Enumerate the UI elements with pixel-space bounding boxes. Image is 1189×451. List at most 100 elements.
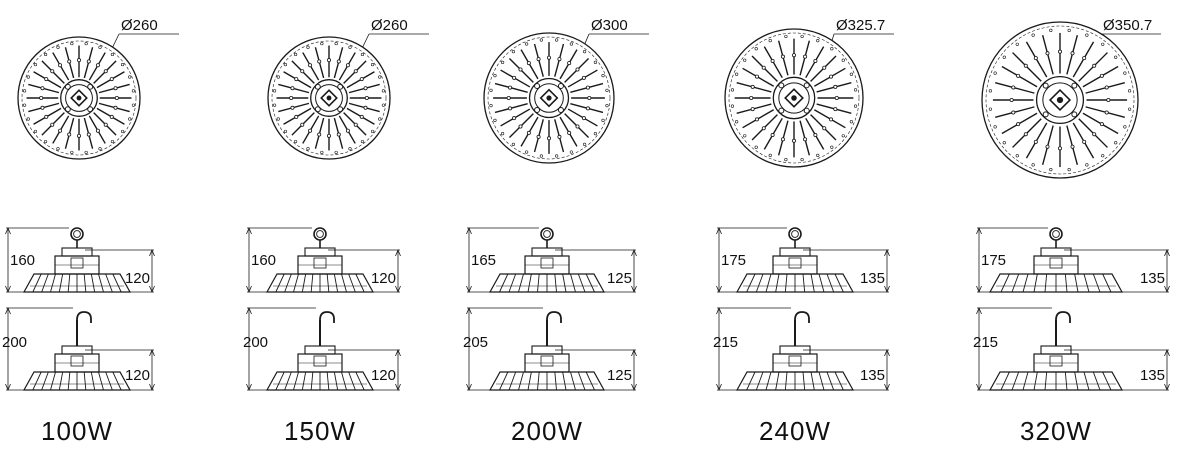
fin-dot — [50, 69, 55, 74]
rim-hole — [841, 58, 845, 62]
rim-hole — [993, 71, 997, 75]
rim-hole — [110, 139, 115, 144]
side-fin — [570, 273, 576, 293]
rim-hole — [1031, 33, 1035, 37]
ring-eye — [70, 227, 84, 241]
fin-dot — [770, 133, 775, 138]
fin-dot — [567, 61, 572, 66]
rim-hole — [370, 62, 375, 67]
fin-dot — [834, 96, 839, 101]
fin-dot — [345, 63, 350, 68]
side-fin — [527, 371, 532, 391]
rim-hole — [601, 118, 605, 122]
side-fin — [112, 371, 122, 391]
hub-ring — [310, 79, 348, 117]
fin-dot — [363, 105, 368, 110]
top-view — [267, 36, 391, 160]
side-fin — [355, 371, 365, 391]
fin-dot — [86, 132, 91, 137]
fin-dot — [518, 124, 523, 129]
side-fin — [333, 371, 339, 391]
fin-dot — [363, 86, 368, 91]
fin-dot — [103, 69, 108, 74]
rim-hole — [539, 38, 543, 42]
hub-inner — [1042, 82, 1078, 118]
fin-dot — [290, 105, 295, 110]
dim-body-ring-arrow-top — [884, 248, 890, 257]
fin-dot — [67, 132, 72, 137]
rim-hole — [306, 45, 310, 49]
wattage-label: 150W — [284, 416, 356, 446]
fin-dot — [308, 63, 313, 68]
fin-dot — [1016, 73, 1021, 78]
rim-hole — [276, 117, 280, 121]
side-fin — [341, 273, 347, 293]
side-view-ring — [488, 227, 606, 293]
fin-dot — [508, 85, 513, 90]
fin-dot — [508, 106, 513, 111]
rim-hole — [348, 147, 352, 151]
side-fin — [105, 371, 113, 391]
dim-body-hook-arrow-bottom — [631, 383, 637, 392]
rim-teeth — [728, 32, 860, 164]
fin-dot — [290, 86, 295, 91]
side-fin — [1092, 371, 1101, 391]
rim-hole — [381, 103, 386, 107]
ring-eye-inner — [543, 230, 551, 238]
dim-body-hook-arrow-top — [1164, 348, 1170, 357]
dim-body-hook-arrow-top — [149, 348, 155, 357]
rim-hole — [293, 139, 298, 144]
hub-diamond — [539, 88, 559, 108]
fin-dot — [1011, 110, 1016, 115]
rim-hole — [754, 47, 758, 51]
hook-body-height: 135 — [1140, 367, 1165, 384]
rim-hole — [360, 52, 365, 57]
side-fin — [1044, 371, 1048, 391]
dim-body-hook-arrow-top — [884, 348, 890, 357]
fin-dot — [336, 59, 341, 64]
rim-hole — [500, 60, 505, 64]
ring-body-height: 135 — [1140, 270, 1165, 287]
dim-total-ring-arrow-bottom — [246, 285, 252, 294]
side-fin — [112, 273, 122, 293]
rim-teeth — [21, 40, 137, 156]
side-fin — [1022, 371, 1029, 391]
fin-dot — [67, 59, 72, 64]
fin-dot — [803, 137, 808, 142]
rim-hole — [1002, 55, 1006, 59]
rim-hole — [605, 104, 609, 108]
rim-hole — [816, 39, 820, 43]
rim-hole — [378, 117, 382, 121]
rim-hole — [378, 75, 382, 79]
top-view — [724, 28, 864, 168]
fin-dot — [364, 96, 369, 101]
fin-dot — [103, 122, 108, 127]
dim-body-hook-arrow-bottom — [884, 383, 890, 392]
hook-curve — [319, 311, 335, 323]
outer-rim — [981, 21, 1139, 179]
side-fin — [1083, 371, 1090, 391]
rim-hole — [841, 134, 845, 138]
fin-dot — [1082, 56, 1087, 61]
rim-teeth — [985, 25, 1135, 175]
fin-dot — [770, 58, 775, 63]
rim-hole — [988, 107, 993, 111]
side-fin — [32, 371, 42, 391]
side-fin — [826, 273, 835, 293]
fin-dot — [750, 107, 755, 112]
rim-hole — [768, 153, 772, 157]
side-fin — [802, 273, 806, 293]
rim-hole — [830, 47, 834, 51]
hub-ring — [528, 77, 570, 119]
side-fin — [284, 273, 292, 293]
fin-dot — [1011, 85, 1016, 90]
side-fin — [341, 371, 347, 391]
fin-dot — [345, 128, 350, 133]
driver-label — [540, 355, 554, 367]
dim-total-hook-arrow-top — [466, 306, 472, 315]
rim-hole — [43, 139, 48, 144]
side-view-hook — [988, 311, 1124, 391]
side-fin — [537, 273, 540, 293]
